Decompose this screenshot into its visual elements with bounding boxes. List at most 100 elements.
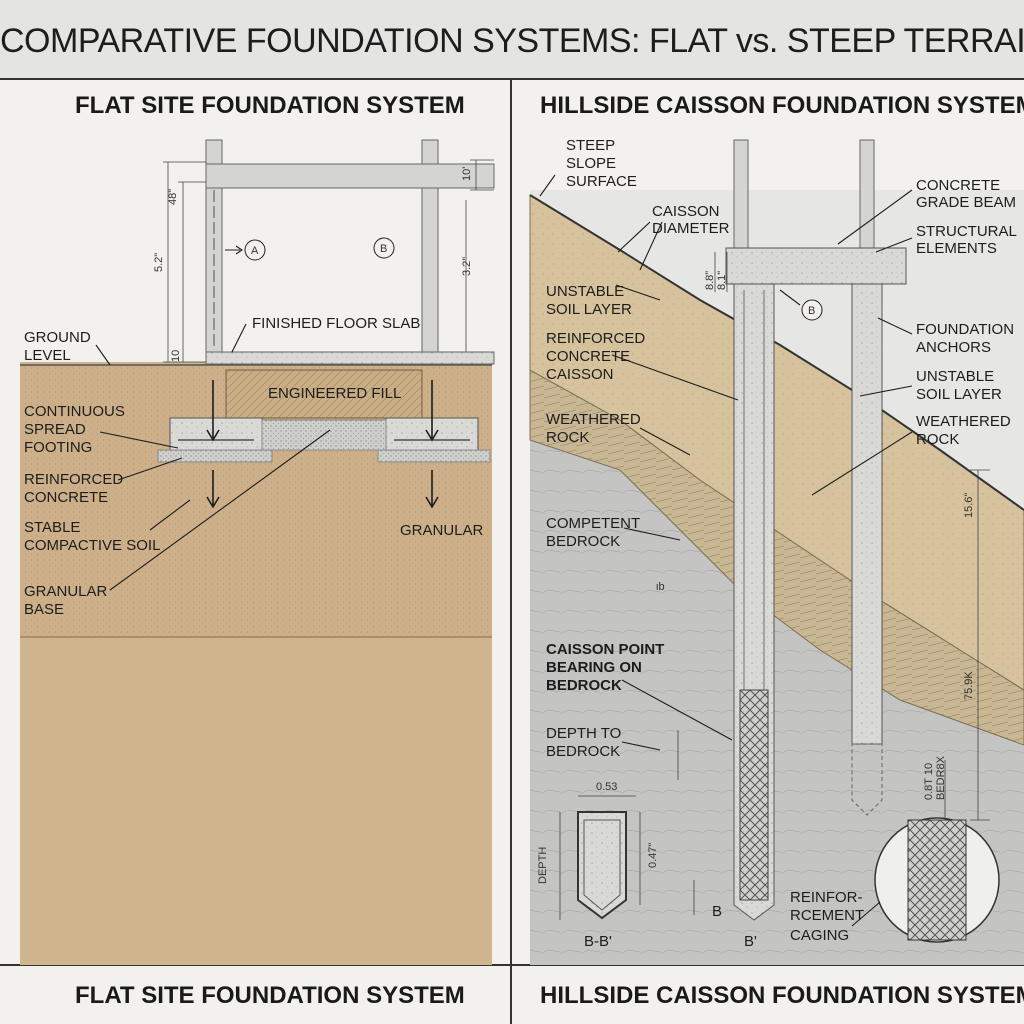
section-mark-a-arrow bbox=[225, 245, 243, 255]
dim-bedrock: BEDR8X bbox=[935, 755, 947, 800]
label-weathered-right-2: ROCK bbox=[916, 431, 959, 448]
label-beam-1: CONCRETE bbox=[916, 177, 1000, 194]
leader-slab bbox=[231, 323, 247, 353]
dim-3-2: 3.2" bbox=[461, 257, 473, 276]
label-unstable-right-2: SOIL LAYER bbox=[916, 386, 1002, 403]
section-mark-b-leader bbox=[779, 289, 801, 306]
dim-0-47: 0.47" bbox=[647, 843, 659, 868]
label-anchors-1: FOUNDATION bbox=[916, 321, 1014, 338]
dim-0-8t: 0.8T 10 bbox=[923, 763, 935, 800]
leader-concrete bbox=[117, 457, 183, 481]
section-mark-b-label: B bbox=[380, 243, 387, 255]
structural-column-left bbox=[733, 139, 749, 251]
label-weathered-right-1: WEATHERED bbox=[916, 413, 1011, 430]
left-dimensions bbox=[163, 159, 494, 363]
hillside-section: 8.8" 8.1" 15.6" 75.9K 0.8T 10 BEDR8X B 0… bbox=[529, 139, 1024, 965]
anchor-pile-tip bbox=[851, 743, 883, 816]
right-panel-title: HILLSIDE CAISSON FOUNDATION SYSTEM bbox=[540, 92, 1024, 119]
label-ground-1: GROUND bbox=[24, 329, 91, 346]
label-unstable-left-1: UNSTABLE bbox=[546, 283, 624, 300]
label-soil-1: STABLE bbox=[24, 519, 80, 536]
label-caisson-1: REINFORCED bbox=[546, 330, 645, 347]
leader-soil bbox=[149, 499, 191, 531]
granular-base-right bbox=[377, 449, 491, 463]
label-b-bottom: B bbox=[712, 903, 722, 920]
label-ground-2: LEVEL bbox=[24, 347, 71, 364]
dim-depth: DEPTH bbox=[537, 847, 549, 884]
section-mark-a bbox=[244, 239, 266, 261]
label-unstable-right-1: UNSTABLE bbox=[916, 368, 994, 385]
label-slope-3: SURFACE bbox=[566, 173, 637, 190]
load-arrow-2 bbox=[425, 380, 439, 442]
label-weathered-left-2: ROCK bbox=[546, 429, 589, 446]
label-base-2: BASE bbox=[24, 601, 64, 618]
label-cage-3: CAGING bbox=[790, 927, 849, 944]
leader-grade-beam bbox=[837, 189, 913, 245]
label-bedrock-1: COMPETENT bbox=[546, 515, 640, 532]
label-footing-3: FOOTING bbox=[24, 439, 92, 456]
left-panel-title: FLAT SITE FOUNDATION SYSTEM bbox=[75, 92, 465, 119]
leader-bedrock bbox=[623, 527, 681, 541]
label-point-1: CAISSON POINT bbox=[546, 641, 664, 658]
label-cage-2: RCEMENT bbox=[790, 907, 864, 924]
leader-unstable-left bbox=[615, 284, 661, 301]
label-b-prime: B' bbox=[744, 933, 757, 950]
label-caisson-3: CAISSON bbox=[546, 366, 614, 383]
dim-8-1: 8.1" bbox=[716, 271, 728, 290]
label-struct-2: ELEMENTS bbox=[916, 240, 997, 257]
leader-ground bbox=[95, 344, 111, 366]
label-point-2: BEARING ON bbox=[546, 659, 642, 676]
frame-beam bbox=[205, 163, 495, 189]
leader-footing bbox=[99, 431, 179, 449]
leader-diameter bbox=[617, 221, 663, 271]
label-bedrock-2: BEDROCK bbox=[546, 533, 620, 550]
label-caisson-2: CONCRETE bbox=[546, 348, 630, 365]
leader-depth bbox=[621, 741, 661, 751]
label-weathered-left-1: WEATHERED bbox=[546, 411, 641, 428]
section-mark-a-label: A bbox=[251, 245, 259, 257]
section-bb-inner bbox=[583, 819, 621, 911]
load-arrow-1 bbox=[206, 380, 220, 442]
granular-base-left bbox=[157, 449, 273, 463]
label-rc-2: CONCRETE bbox=[24, 489, 108, 506]
label-beam-2: GRADE BEAM bbox=[916, 194, 1016, 211]
section-mark-b bbox=[373, 237, 395, 259]
label-base-1: GRANULAR bbox=[24, 583, 108, 600]
label-depth-2: BEDROCK bbox=[546, 743, 620, 760]
label-struct-1: STRUCTURAL bbox=[916, 223, 1017, 240]
structural-column-right bbox=[859, 139, 875, 251]
dim-15-6: 15.6" bbox=[963, 493, 975, 518]
dim-75-9k: 75.9K bbox=[963, 671, 975, 700]
section-mark-b-right bbox=[801, 299, 823, 321]
load-arrow-3 bbox=[206, 470, 220, 509]
label-footing-1: CONTINUOUS bbox=[24, 403, 125, 420]
leader-anchors bbox=[877, 317, 913, 335]
dim-10: 10 bbox=[170, 350, 182, 362]
leader-structural bbox=[875, 237, 913, 253]
caging-detail-mesh bbox=[907, 819, 967, 941]
label-unstable-left-2: SOIL LAYER bbox=[546, 301, 632, 318]
dim-48: 48" bbox=[167, 189, 179, 205]
concrete-grade-beam bbox=[725, 247, 907, 285]
leader-weathered-left bbox=[639, 427, 691, 456]
leader-caging bbox=[851, 901, 881, 927]
label-rc-1: REINFORCED bbox=[24, 471, 123, 488]
label-depth-1: DEPTH TO bbox=[546, 725, 621, 742]
page-title: COMPARATIVE FOUNDATION SYSTEMS: FLAT vs.… bbox=[0, 0, 1024, 80]
left-panel-bottom-title: FLAT SITE FOUNDATION SYSTEM bbox=[75, 982, 465, 1009]
label-footing-2: SPREAD bbox=[24, 421, 86, 438]
leader-caisson-point bbox=[621, 679, 733, 741]
dim-5-2: 5.2" bbox=[153, 253, 165, 272]
leader-weathered-right bbox=[811, 431, 913, 496]
label-floor-slab: FINISHED FLOOR SLAB bbox=[252, 315, 420, 332]
panel-divider bbox=[510, 80, 512, 1024]
label-section-bb: B-B' bbox=[584, 933, 612, 950]
bottom-rule bbox=[0, 964, 1024, 966]
label-slope-2: SLOPE bbox=[566, 155, 616, 172]
label-anchors-2: ANCHORS bbox=[916, 339, 991, 356]
dim-0-53: 0.53 bbox=[596, 781, 617, 793]
leader-unstable-right bbox=[859, 385, 913, 397]
label-cage-1: REINFOR- bbox=[790, 889, 863, 906]
label-diameter-1: CAISSON bbox=[652, 203, 720, 220]
